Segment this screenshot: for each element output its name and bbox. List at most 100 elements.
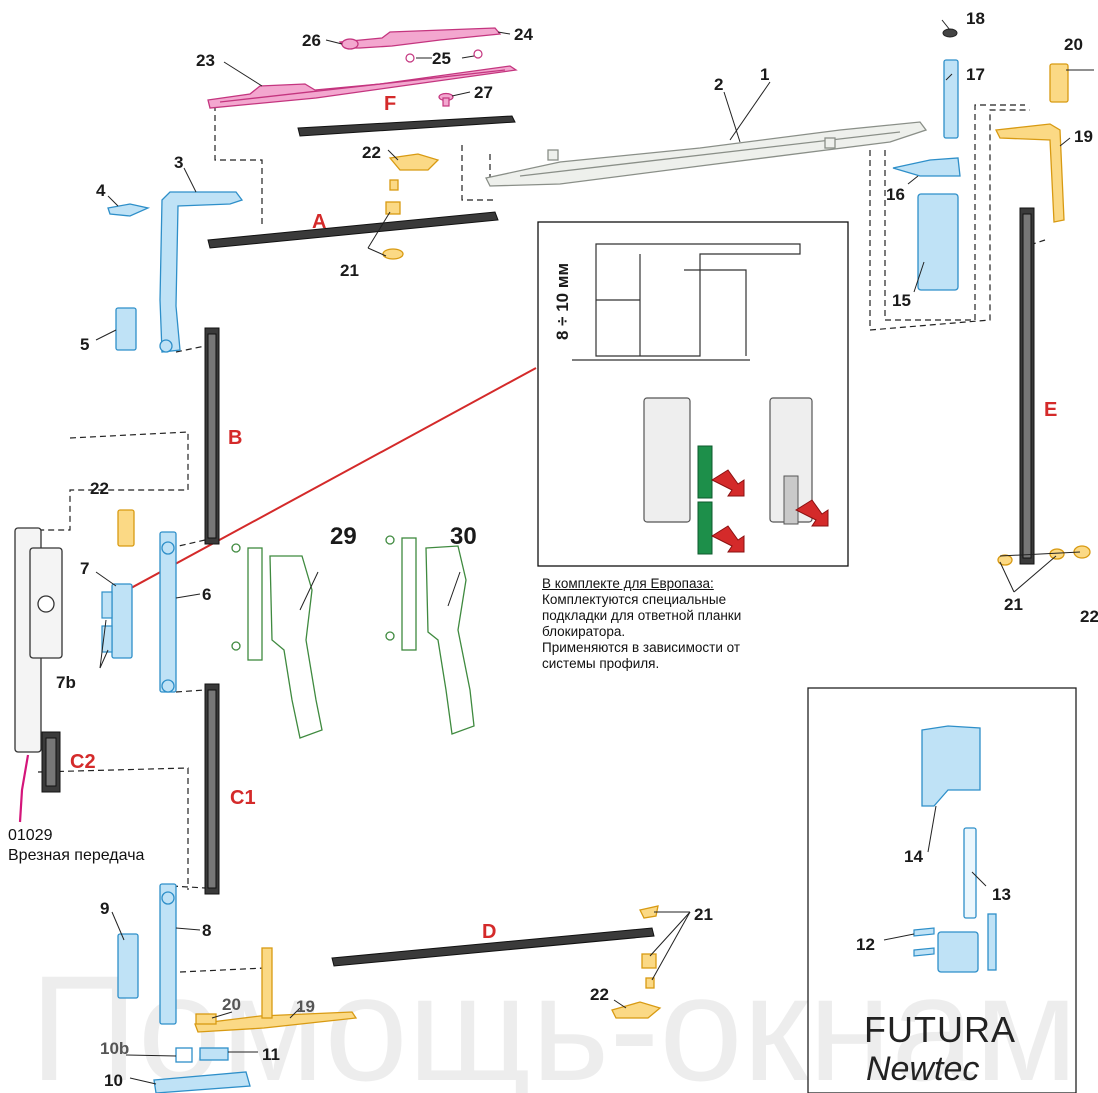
part-16-hinge-arm bbox=[892, 157, 961, 177]
part-18-cap bbox=[942, 28, 958, 38]
callout-22-bottom: 22 bbox=[590, 985, 609, 1004]
part-13-pin bbox=[963, 827, 977, 919]
kit-note-line: блокиратора. bbox=[542, 624, 626, 639]
callout-24: 24 bbox=[514, 25, 533, 44]
part-23-top-rail bbox=[207, 65, 518, 109]
part-8-vertical-drive bbox=[159, 883, 177, 1025]
kit-note-line: подкладки для ответной планки bbox=[542, 608, 742, 623]
inset-leader bbox=[119, 367, 537, 595]
part-20-hinge-cap-top bbox=[1049, 63, 1069, 103]
callout-22-right: 22 bbox=[1080, 607, 1098, 626]
part-22-latch-left bbox=[117, 509, 135, 547]
brand-line-2: Newtec bbox=[866, 1050, 980, 1088]
callout-3: 3 bbox=[174, 153, 183, 172]
section-letter-F: F bbox=[384, 93, 396, 115]
handle-30 bbox=[385, 535, 475, 735]
callout-7b: 7b bbox=[56, 673, 76, 692]
handle-29 bbox=[231, 543, 323, 739]
kit-note-line: системы профиля. bbox=[542, 656, 660, 671]
callout-6: 6 bbox=[202, 585, 211, 604]
section-letter-E: E bbox=[1044, 399, 1057, 421]
callout-22-left: 22 bbox=[90, 479, 109, 498]
callout-19-top: 19 bbox=[1074, 127, 1093, 146]
callout-12: 12 bbox=[856, 935, 875, 954]
brand-label: FUTURA Newtec bbox=[864, 1009, 1016, 1089]
kit-note-line: Комплектуются специальные bbox=[542, 592, 727, 607]
kit-note: В комплекте для Европаза: Комплектуются … bbox=[542, 576, 802, 672]
part-10-bottom-hinge bbox=[153, 1071, 251, 1093]
callout-20-top: 20 bbox=[1064, 35, 1083, 54]
part-01029-mortise-drive bbox=[14, 527, 63, 753]
part-21-bolts-top bbox=[382, 179, 404, 260]
futura-box bbox=[807, 687, 1077, 1093]
brand-line-1: FUTURA bbox=[864, 1009, 1016, 1050]
part-19-corner-stay-bottom bbox=[194, 947, 358, 1033]
callout-9: 9 bbox=[100, 899, 109, 918]
part-25-pins bbox=[405, 49, 483, 63]
part-3-corner-drive bbox=[159, 191, 244, 353]
callout-21-right: 21 bbox=[1004, 595, 1023, 614]
bar-A bbox=[207, 211, 499, 249]
part-5-keeper bbox=[115, 307, 137, 351]
callout-leaders bbox=[95, 19, 1094, 1085]
part-code-number: 01029 bbox=[8, 827, 53, 844]
section-letter-C2: C2 bbox=[70, 751, 96, 773]
part-14-hinge-top bbox=[921, 725, 981, 807]
part-12-screws bbox=[913, 927, 935, 957]
callout-18: 18 bbox=[966, 9, 985, 28]
callout-5: 5 bbox=[80, 335, 89, 354]
part-27-knob bbox=[438, 92, 454, 107]
callout-19-bottom: 19 bbox=[296, 997, 315, 1016]
callout-10: 10 bbox=[104, 1071, 123, 1090]
part-1-2-grey-rail bbox=[485, 121, 928, 187]
callout-13: 13 bbox=[992, 885, 1011, 904]
part-6-vertical-drive bbox=[159, 531, 177, 693]
part-11-bracket bbox=[199, 1047, 229, 1061]
part-10b-cap bbox=[175, 1047, 193, 1063]
callout-21-top: 21 bbox=[340, 261, 359, 280]
section-letter-C1: C1 bbox=[230, 787, 256, 809]
bar-E bbox=[1019, 207, 1035, 565]
callout-20-bottom: 20 bbox=[222, 995, 241, 1014]
bar-D bbox=[331, 927, 655, 967]
section-letter-A: A bbox=[312, 211, 326, 233]
bar-C2 bbox=[41, 731, 61, 793]
callout-23: 23 bbox=[196, 51, 215, 70]
callout-29: 29 bbox=[330, 523, 357, 550]
dimension-label: 8 ÷ 10 мм bbox=[553, 263, 572, 340]
callout-27: 27 bbox=[474, 83, 493, 102]
part-15-hinge-body bbox=[917, 193, 959, 291]
section-letter-B: B bbox=[228, 427, 242, 449]
callout-8: 8 bbox=[202, 921, 211, 940]
part-19-corner-stay-top bbox=[995, 123, 1065, 223]
part-17-pin bbox=[943, 59, 959, 139]
part-21-bolts-right bbox=[997, 545, 1091, 566]
callout-10b: 10b bbox=[100, 1039, 129, 1058]
part-4-corner-bolt bbox=[107, 203, 151, 217]
part-9-keeper bbox=[117, 933, 139, 999]
callout-2: 2 bbox=[714, 75, 723, 94]
part-21-bolts-bottom bbox=[639, 905, 659, 989]
kit-note-heading: В комплекте для Европаза: bbox=[542, 576, 714, 591]
part-code-leader bbox=[18, 754, 30, 823]
callout-16: 16 bbox=[886, 185, 905, 204]
part-code-label: 01029 Врезная передача bbox=[8, 826, 144, 866]
callout-21-bottom: 21 bbox=[694, 905, 713, 924]
callout-11: 11 bbox=[262, 1045, 280, 1064]
bar-C1 bbox=[204, 683, 220, 895]
section-letter-D: D bbox=[482, 921, 496, 943]
part-12b-hinge-bottom bbox=[937, 913, 997, 973]
profile-inset: 8 ÷ 10 мм bbox=[537, 221, 849, 567]
callout-7: 7 bbox=[80, 559, 89, 578]
callout-26: 26 bbox=[302, 31, 321, 50]
bar-B bbox=[204, 327, 220, 545]
part-22-latch-top bbox=[388, 153, 440, 171]
callout-1: 1 bbox=[760, 65, 769, 84]
callout-14: 14 bbox=[904, 847, 923, 866]
part-24-26-top-slider bbox=[338, 27, 502, 50]
callout-25: 25 bbox=[432, 49, 451, 68]
part-20-cap-bottom bbox=[195, 1013, 217, 1025]
callout-4: 4 bbox=[96, 181, 106, 200]
callout-30: 30 bbox=[450, 523, 477, 550]
